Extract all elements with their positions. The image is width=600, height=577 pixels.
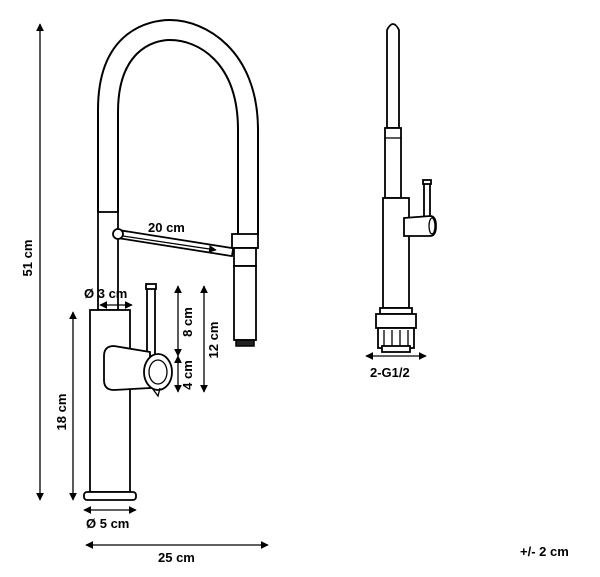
label-neck-diameter: Ø 3 cm	[84, 286, 127, 301]
spray-collar	[231, 233, 259, 249]
side-thread-end	[381, 345, 411, 353]
label-connection: 2-G1/2	[370, 365, 410, 380]
spray-head	[233, 265, 257, 341]
lever-cap	[145, 283, 157, 290]
label-lever-height: 12 cm	[206, 322, 221, 359]
faucet-front-view	[83, 18, 259, 501]
side-handle	[403, 215, 437, 237]
faucet-base	[83, 491, 137, 501]
handle-knob	[143, 353, 173, 391]
side-spout-top	[386, 23, 400, 129]
label-height-total: 51 cm	[20, 240, 35, 277]
faucet-side-view	[375, 23, 437, 353]
lever-stem	[146, 285, 156, 357]
gooseneck-outer	[97, 18, 259, 235]
holder-joint	[112, 228, 124, 240]
side-body	[382, 197, 410, 309]
label-height-base: 18 cm	[54, 394, 69, 431]
side-connector	[375, 313, 417, 329]
dimension-lines	[36, 23, 269, 549]
gooseneck-inner	[117, 38, 239, 235]
tolerance-note: +/- 2 cm	[520, 544, 569, 559]
label-total-depth: 25 cm	[158, 550, 195, 565]
label-base-diameter: Ø 5 cm	[86, 516, 129, 531]
label-spray-reach: 20 cm	[148, 220, 185, 235]
label-handle-offset: 4 cm	[180, 360, 195, 390]
side-lever-cap	[422, 179, 432, 185]
handle-knob-inner	[148, 359, 168, 385]
handle-body	[103, 345, 151, 391]
faucet-body	[89, 309, 131, 493]
spray-ring	[233, 247, 257, 267]
label-handle-height: 8 cm	[180, 307, 195, 337]
spray-nozzle	[235, 339, 255, 347]
